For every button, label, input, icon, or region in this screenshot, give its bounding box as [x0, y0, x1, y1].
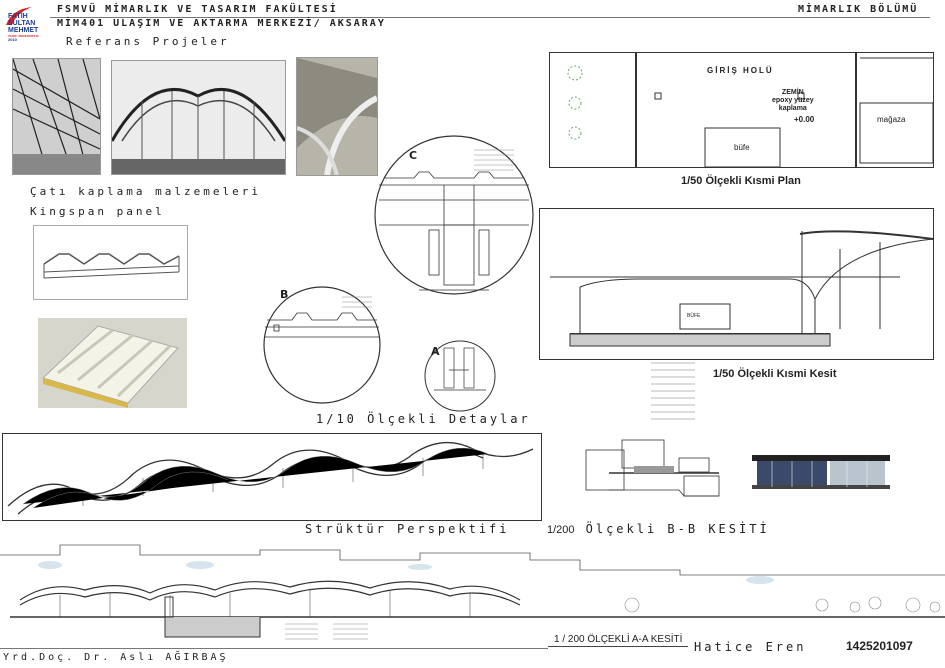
student-number: 1425201097	[846, 639, 913, 653]
plan-shop-label: mağaza	[877, 115, 906, 124]
panel-drawing	[33, 225, 188, 300]
plan-floor-note-1: ZEMİN	[781, 89, 804, 96]
detail-b-label: B	[280, 288, 289, 301]
details-title: 1/10 Ölçekli Detaylar	[316, 412, 531, 426]
footer-rule-left	[0, 648, 548, 649]
plan-floor-note-2: epoxy yüzey	[772, 97, 814, 104]
plan-floor-note-3: kaplama	[778, 105, 807, 112]
reference-photo-3	[296, 57, 378, 176]
bb-building-photo	[752, 445, 890, 489]
logo-line-2: SULTAN	[8, 20, 36, 27]
panel-photo	[38, 318, 187, 408]
partial-section: BÜFE	[539, 208, 934, 360]
structure-title: Strüktür Perspektifi	[305, 522, 510, 536]
structure-perspective	[2, 433, 542, 521]
logo-subtitle: VAKIF ÜNİVERSİTESİ	[8, 34, 39, 38]
detail-a-circle	[424, 340, 496, 412]
reference-title: Referans Projeler	[66, 35, 230, 48]
aa-title-rule	[548, 646, 688, 647]
detail-c-circle	[374, 135, 534, 295]
bb-section-drawing	[584, 438, 739, 498]
bb-section-text: Ölçekli B-B KESİTİ	[585, 522, 770, 536]
plan-floor-note: ZEMİN epoxy yüzey kaplama	[772, 89, 814, 113]
materials-line-2: Kingspan panel	[30, 205, 165, 218]
section-layer-notes	[651, 360, 697, 424]
header-rule	[50, 17, 930, 18]
aa-section-title: 1 / 200 ÖLÇEKLİ A-A KESİTİ	[554, 634, 683, 645]
course-title: MİM401 ULAŞIM VE AKTARMA MERKEZİ/ AKSARA…	[57, 18, 386, 29]
advisor-name: Yrd.Doç. Dr. Aslı AĞIRBAŞ	[3, 652, 229, 663]
detail-c-label: C	[409, 149, 418, 162]
student-name: Hatice Eren	[694, 640, 807, 654]
detail-b-circle	[263, 286, 381, 404]
reference-photo-1	[12, 58, 101, 175]
bb-section-title: 1/200 Ölçekli B-B KESİTİ	[547, 518, 770, 537]
partial-plan: GİRİŞ HOLÜ ZEMİN epoxy yüzey kaplama +0.…	[549, 52, 934, 168]
plan-buffet-label: büfe	[734, 143, 750, 152]
department-title: MİMARLIK BÖLÜMÜ	[798, 4, 919, 15]
plan-title: 1/50 Ölçekli Kısmi Plan	[681, 175, 801, 187]
reference-photo-2	[111, 60, 286, 175]
detail-a-label: A	[431, 345, 440, 358]
logo-year: 2010	[8, 37, 17, 42]
logo-line-3: MEHMET	[8, 27, 39, 34]
materials-line-1: Çatı kaplama malzemeleri	[30, 185, 261, 198]
plan-hall-label: GİRİŞ HOLÜ	[707, 66, 774, 75]
section-title: 1/50 Ölçekli Kısmi Kesit	[713, 368, 837, 380]
plan-level: +0.00	[794, 115, 815, 124]
logo-line-1: FATİH	[8, 13, 28, 20]
aa-section	[0, 544, 945, 645]
faculty-title: FSMVÜ MİMARLIK VE TASARIM FAKÜLTESİ	[57, 4, 338, 15]
bb-section-scale: 1/200	[547, 524, 575, 536]
aa-legend-box	[283, 620, 383, 646]
section-buffet-label: BÜFE	[687, 313, 701, 319]
logo-mark-icon	[6, 7, 32, 25]
university-logo: FATİH SULTAN MEHMET VAKIF ÜNİVERSİTESİ 2…	[2, 3, 48, 47]
